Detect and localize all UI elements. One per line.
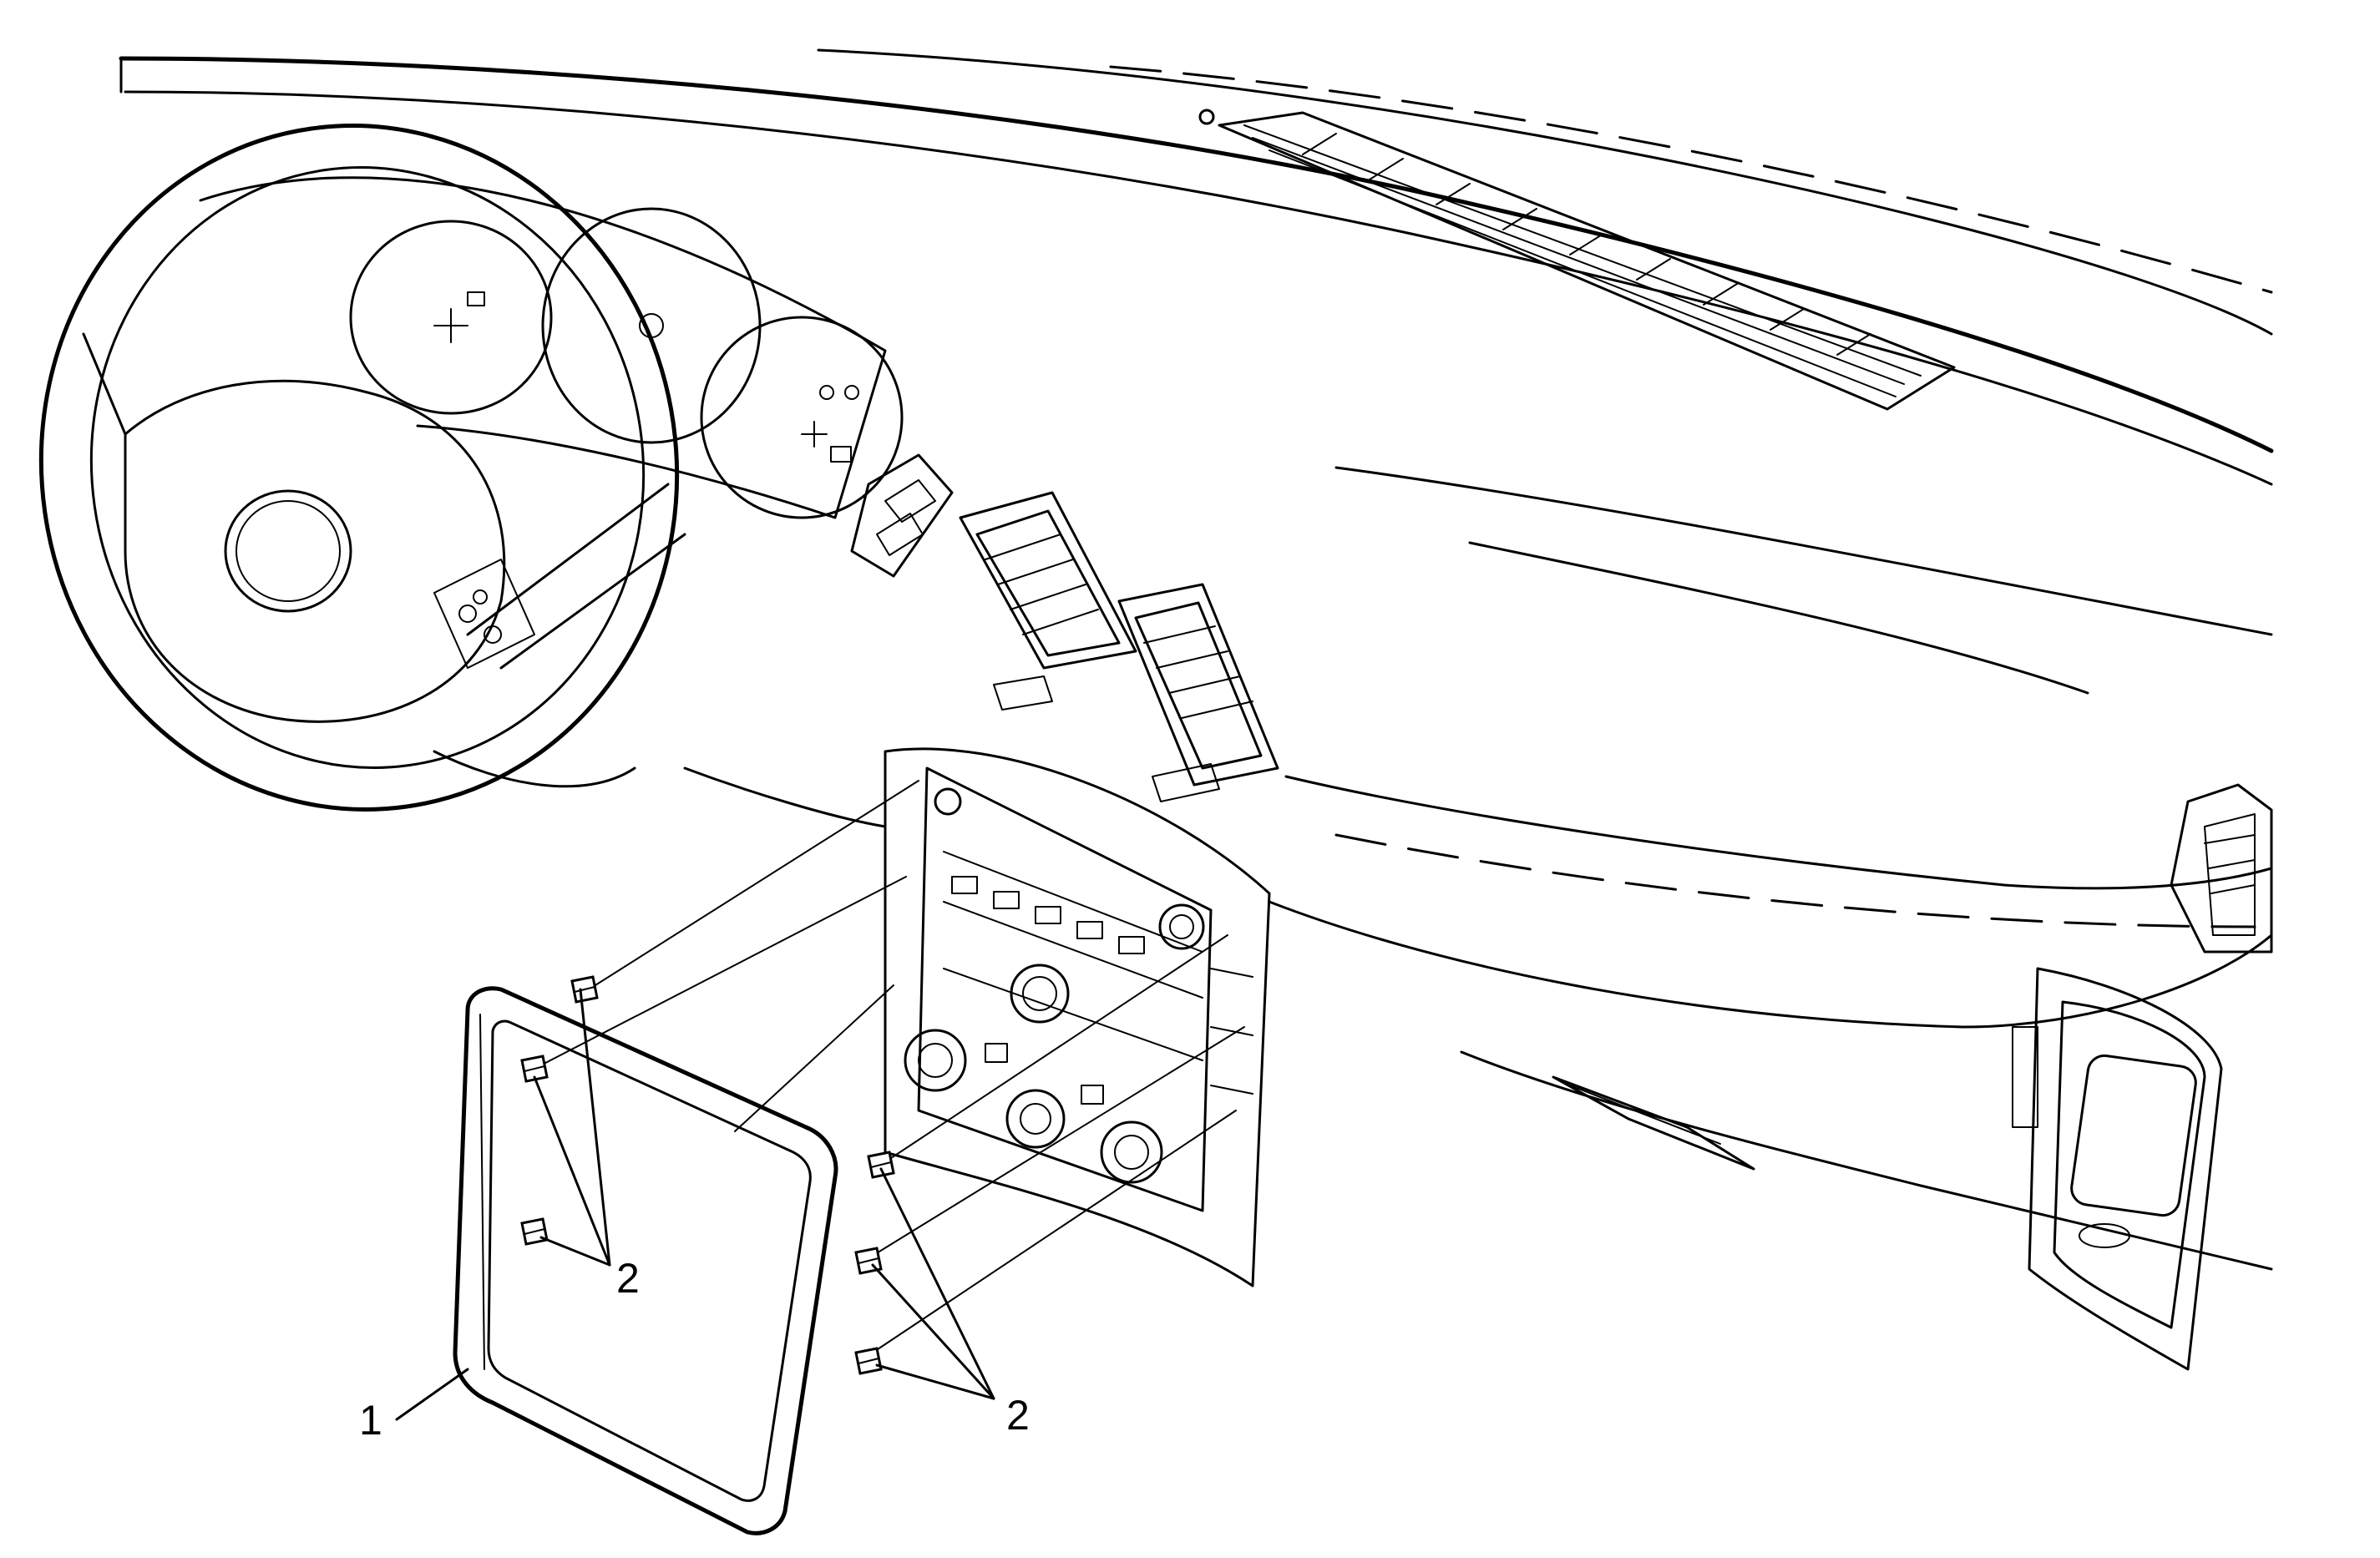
dashboard-top	[119, 48, 2274, 486]
callout-1: 1	[359, 1397, 382, 1444]
clip-4	[867, 1151, 895, 1179]
center-air-vents	[959, 491, 1279, 802]
clip-6	[854, 1347, 883, 1375]
hazard-switch	[850, 453, 954, 578]
callout-labels: 1 2 2	[359, 1255, 1030, 1444]
clip-3	[520, 1217, 549, 1246]
steering-wheel	[38, 124, 686, 812]
radio-bezel	[453, 986, 838, 1535]
passenger-side-panel	[2012, 967, 2223, 1371]
lower-dash	[683, 466, 2273, 1271]
instrument-cluster	[199, 176, 904, 519]
radio-hvac-module	[884, 747, 1271, 1287]
callout-2-left: 2	[616, 1255, 640, 1302]
defroster-vent	[1198, 109, 1956, 411]
leader-lines	[395, 988, 995, 1421]
clip-2	[520, 1055, 549, 1083]
clip-1	[570, 975, 599, 1004]
retaining-clips	[520, 975, 895, 1375]
callout-2-right: 2	[1006, 1392, 1030, 1439]
passenger-vent	[2170, 783, 2273, 954]
